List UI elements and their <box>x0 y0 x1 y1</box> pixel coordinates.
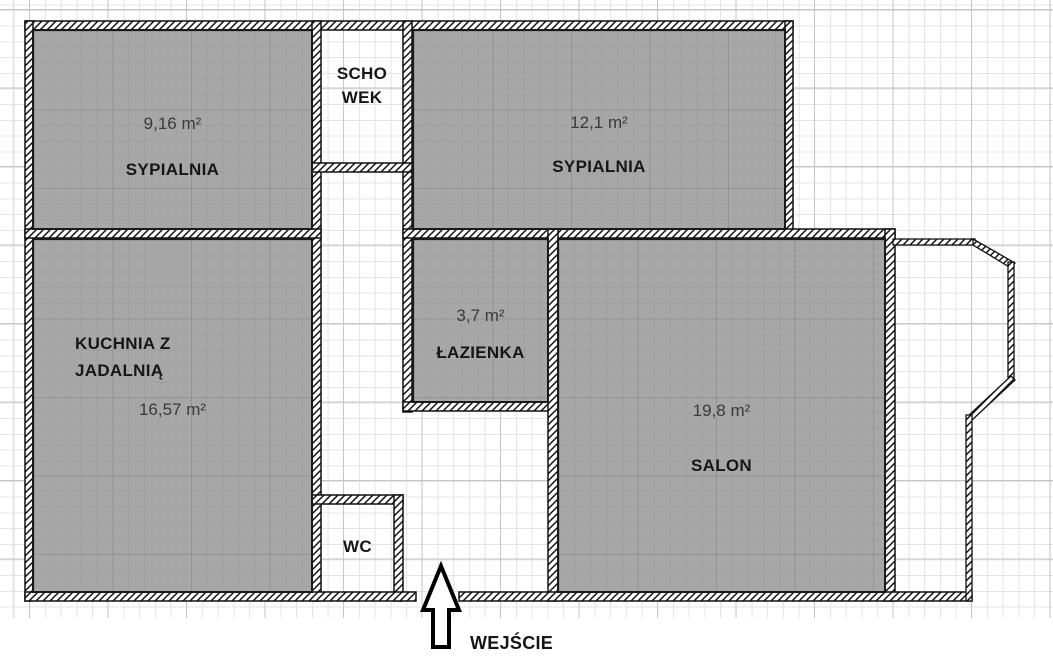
room-name-line: SCHO <box>336 64 388 83</box>
balcony-wall <box>965 414 973 602</box>
room-area: 16,57 m² <box>138 400 207 419</box>
wall-segment <box>393 494 404 602</box>
room-wc[interactable]: WC <box>321 504 394 592</box>
room-kitchen[interactable]: KUCHNIA Z JADALNIĄ 16,57 m² <box>32 238 313 593</box>
wall-segment <box>311 20 322 602</box>
wall-segment <box>311 162 413 173</box>
wall-segment <box>884 228 896 602</box>
balcony-wall <box>966 375 1016 422</box>
room-bathroom[interactable]: 3,7 m² ŁAZIENKA <box>412 238 549 403</box>
wall-segment <box>458 591 973 602</box>
wall-segment <box>402 228 896 239</box>
wall-segment <box>24 228 322 239</box>
room-area: 3,7 m² <box>456 306 505 325</box>
entrance-label: WEJŚCIE <box>470 633 554 653</box>
wall-segment <box>402 401 559 412</box>
room-name: ŁAZIENKA <box>436 343 525 362</box>
wall-segment <box>784 20 794 239</box>
room-bedroom-2[interactable]: 12,1 m² SYPIALNIA <box>412 29 786 230</box>
room-name-line: WEK <box>341 88 383 107</box>
room-area: 12,1 m² <box>570 113 628 132</box>
room-living-room[interactable]: 19,8 m² SALON <box>557 238 886 593</box>
balcony-wall <box>892 238 976 246</box>
room-name: WC <box>343 537 372 556</box>
wall-segment <box>311 494 404 505</box>
room-bedroom-1[interactable]: 9,16 m² SYPIALNIA <box>32 29 313 230</box>
room-storage[interactable]: SCHO WEK <box>321 30 403 163</box>
room-name-line: KUCHNIA Z <box>75 334 171 353</box>
wall-segment <box>24 591 417 602</box>
room-name: SYPIALNIA <box>552 157 646 176</box>
wall-segment <box>402 20 413 413</box>
room-area: 19,8 m² <box>692 401 751 420</box>
room-area: 9,16 m² <box>143 114 202 133</box>
room-name-line: JADALNIĄ <box>75 361 164 380</box>
balcony-wall <box>1007 261 1015 382</box>
room-name: SALON <box>691 456 752 475</box>
walls <box>24 20 973 602</box>
balcony <box>892 237 1016 602</box>
room-name: SYPIALNIA <box>125 160 220 179</box>
entrance-arrow-icon <box>420 560 462 649</box>
